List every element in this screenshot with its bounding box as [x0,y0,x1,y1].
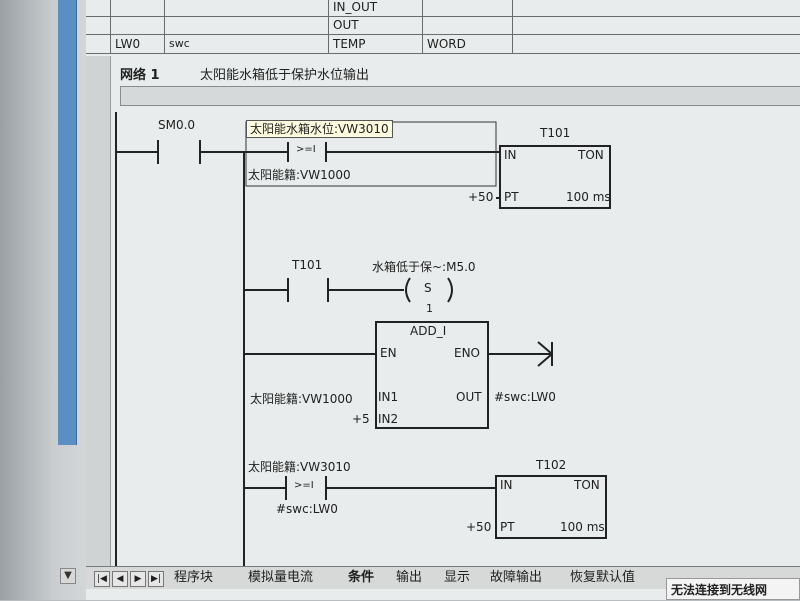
add-out-operand[interactable]: #swc:LW0 [494,390,556,404]
set-coil-label[interactable]: 水箱低于保~:M5.0 [372,260,476,274]
tab-program-block[interactable]: 程序块 [174,570,214,585]
timer-t102-base: 100 ms [560,520,605,534]
set-coil-left [405,277,411,303]
var-comment [512,0,800,16]
timer-t102-pt-value[interactable]: +50 [466,520,492,534]
set-coil-right [447,277,453,303]
var-datatype: WORD [422,35,512,53]
var-address [110,16,164,34]
variable-row[interactable]: LW0 swc TEMP WORD [86,35,800,54]
tab-condition[interactable]: 条件 [348,570,375,585]
set-coil-count: 1 [426,302,433,315]
add-in2-operand[interactable]: +5 [352,412,370,426]
timer-t101-in: IN [504,148,517,162]
tab-output[interactable]: 输出 [396,570,423,585]
tab-restore-default[interactable]: 恢复默认值 [570,570,636,585]
var-comment [512,16,800,34]
add-block-in2: IN2 [378,412,399,426]
tab-display[interactable]: 显示 [444,570,471,585]
network-gutter [86,56,111,568]
variable-table: IN_OUT OUT LW0 swc TEMP WORD [86,0,800,56]
network-comment-title: 太阳能水箱低于保护水位输出 [200,68,370,83]
add-in1-operand[interactable]: 太阳能籍:VW1000 [250,392,353,406]
add-block-name[interactable]: ADD_I [410,324,447,338]
operand-tooltip: 太阳能水箱水位:VW3010 [246,120,393,138]
tab-prev-icon[interactable]: ◀ [112,571,128,587]
var-address: LW0 [110,35,164,53]
tab-next-icon[interactable]: ▶ [130,571,146,587]
timer-t102-pt: PT [500,520,515,534]
var-symbol [164,0,328,16]
compare2-top-operand[interactable]: 太阳能籍:VW3010 [248,460,351,474]
vertical-scrollbar[interactable] [58,0,77,445]
subroutine-tab-bar: |◀ ◀ ▶ ▶| 程序块 模拟量电流 条件 输出 显示 故障输出 恢复默认值 [86,566,800,589]
timer-t102-in: IN [500,478,513,492]
network-title: 网络 1 [120,68,160,83]
scroll-down-arrow-icon[interactable]: ▼ [60,568,76,584]
timer-t101-type: TON [578,148,604,162]
wifi-status-notification: 无法连接到无线网 [666,578,800,600]
var-address [110,0,164,16]
tab-fault-output[interactable]: 故障输出 [490,570,543,585]
var-symbol: swc [164,35,328,53]
tab-last-icon[interactable]: ▶| [148,571,164,587]
timer-t101-name[interactable]: T101 [540,126,571,140]
tab-analog-current[interactable]: 模拟量电流 [248,570,314,585]
var-datatype [422,0,512,16]
timer-t102-box [495,475,607,539]
timer-t101-pt-value[interactable]: +50 [468,190,494,204]
timer-t101-base: 100 ms [566,190,611,204]
timer-t102-type: TON [574,478,600,492]
add-block-out: OUT [456,390,482,404]
network-comment-box[interactable] [120,86,800,106]
set-coil-symbol: S [424,281,432,295]
contact-t101-label[interactable]: T101 [292,258,323,272]
var-type: OUT [328,16,422,34]
compare-op-label: >=I [296,144,316,155]
add-block-in1: IN1 [378,390,399,404]
var-symbol [164,16,328,34]
add-block-box [375,321,489,429]
timer-t102-name[interactable]: T102 [536,458,567,472]
contact-sm00-label: SM0.0 [158,118,196,132]
compare-bottom-operand[interactable]: 太阳能籍:VW1000 [248,168,351,182]
timer-t101-pt: PT [504,190,519,204]
variable-row[interactable]: OUT [86,16,800,35]
tab-first-icon[interactable]: |◀ [94,571,110,587]
add-block-en: EN [380,346,397,360]
var-type: TEMP [328,35,422,53]
var-datatype [422,16,512,34]
variable-row[interactable]: IN_OUT [86,0,800,17]
add-block-eno: ENO [454,346,481,360]
var-type: IN_OUT [328,0,422,16]
timer-t101-box [499,145,611,209]
compare2-op-label: >=I [294,480,314,491]
var-comment [512,35,800,53]
compare2-bottom-operand[interactable]: #swc:LW0 [276,502,338,516]
